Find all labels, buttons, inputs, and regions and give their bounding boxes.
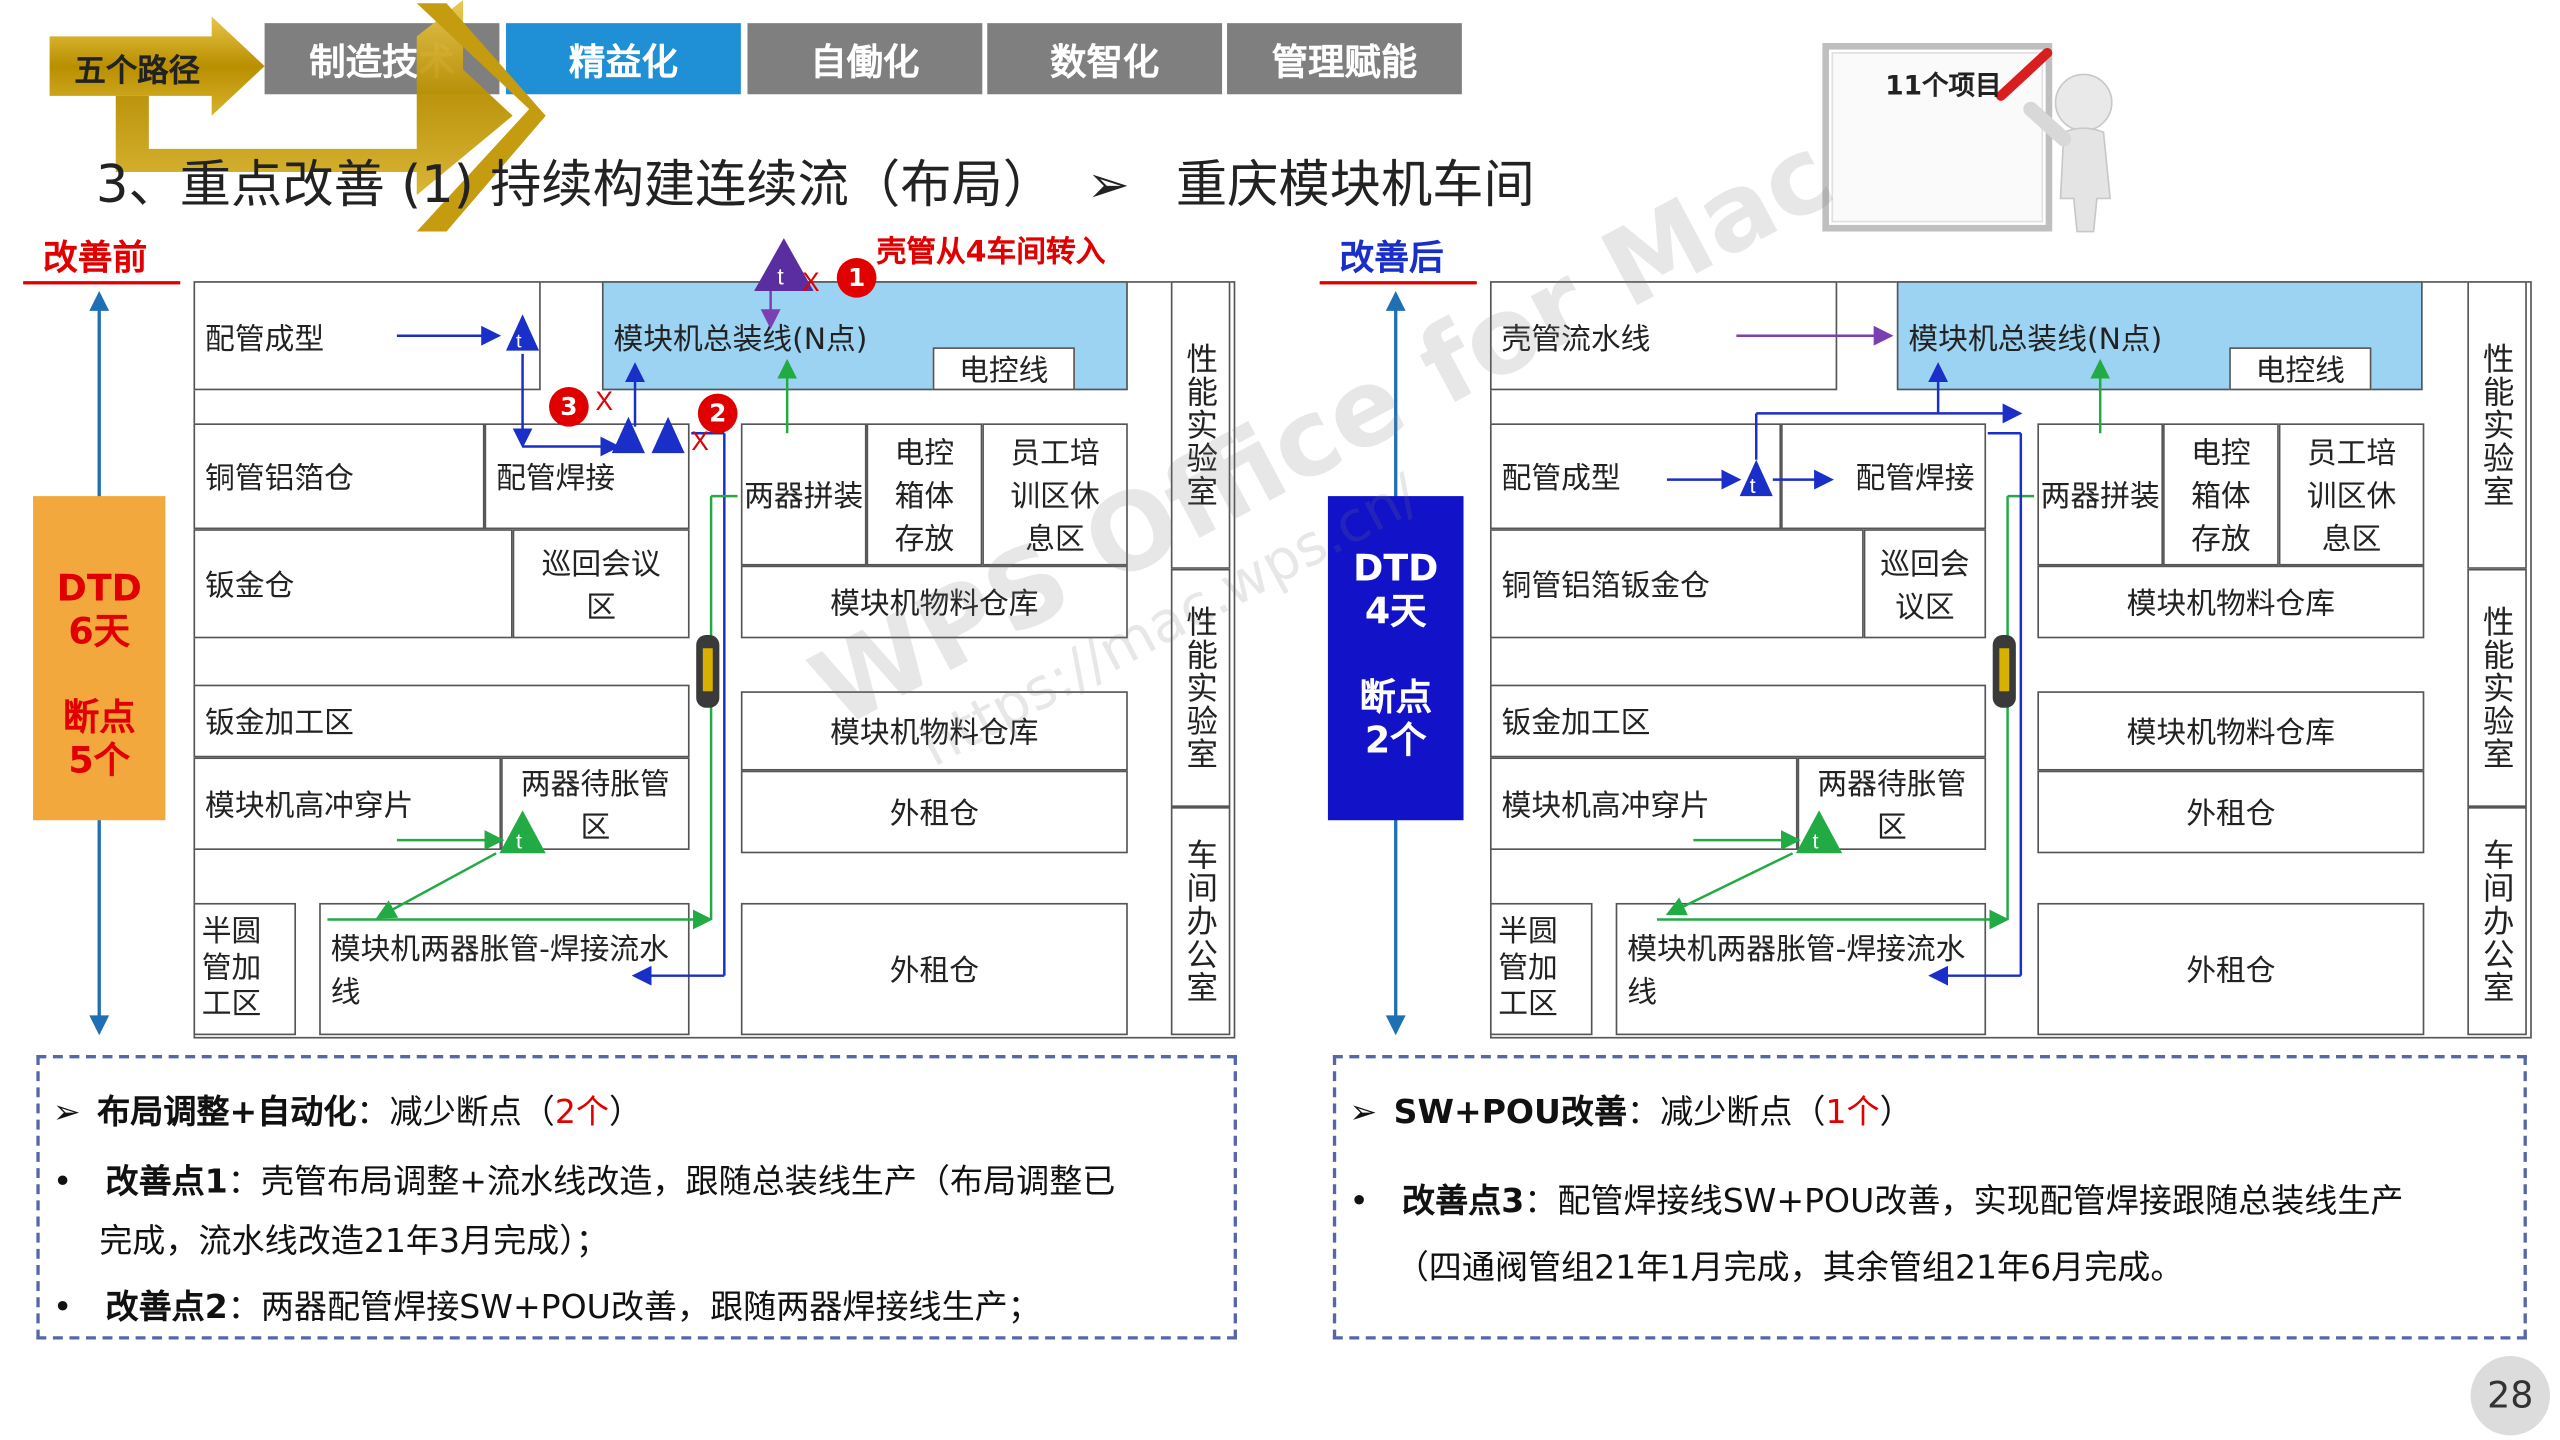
after-zone-staff-training: 员工培训区休息区: [2278, 423, 2425, 566]
before-label-underline: [23, 281, 181, 285]
svg-text:X: X: [691, 426, 709, 456]
title-arrow-icon: ➢: [1086, 155, 1130, 215]
after-zone-punching: 模块机高冲穿片: [1489, 757, 1798, 851]
before-zone-heat-exchanger-assembly: 两器拼装: [740, 423, 867, 566]
after-zone-semicircle-pipe: 半圆管加工区: [1489, 902, 1593, 1036]
path-arrow-graphic: [49, 0, 546, 232]
before-zone-office: 车间办公室: [1170, 807, 1231, 1036]
after-flow-arrows: t t: [1657, 325, 2111, 986]
before-breakpoint-value: 5个: [68, 740, 131, 783]
before-transfer-note: 壳管从4车间转入: [876, 234, 1106, 270]
svg-text:X: X: [595, 386, 613, 416]
before-breakpoint-badge-3: 3: [549, 386, 589, 427]
before-zone-semicircle-pipe: 半圆管加工区: [193, 902, 297, 1036]
svg-text:X: X: [802, 267, 820, 297]
after-label: 改善后: [1339, 238, 1444, 278]
before-zone-copper-warehouse: 铜管铝箔仓: [193, 423, 485, 530]
before-dtd-label: DTD: [56, 568, 142, 611]
notes-left-line-2: •改善点1：壳管布局调整+流水线改造，跟随总装线生产（布局调整已: [52, 1160, 1116, 1201]
title-prefix: 3、重点改善: [95, 155, 385, 215]
after-dtd-value: 4天: [1364, 592, 1427, 634]
before-label: 改善前: [42, 238, 148, 278]
after-zone-sheet-metal-processing: 钣金加工区: [1489, 684, 1987, 758]
after-zone-material-warehouse-1: 模块机物料仓库: [2037, 565, 2425, 639]
before-dtd-panel: DTD 6天 断点 5个: [33, 496, 166, 821]
page-number: 28: [2470, 1356, 2551, 1436]
path-label: 五个路径: [74, 52, 201, 90]
before-dtd-value: 6天: [68, 611, 131, 654]
after-zone-copper-sheet-warehouse: 铜管铝箔钣金仓: [1489, 529, 1864, 639]
after-zone-lab-1: 性能实验室: [2467, 281, 2527, 569]
before-zone-material-warehouse-2: 模块机物料仓库: [740, 691, 1128, 771]
svg-text:t: t: [516, 829, 522, 853]
chevron-right-icon: ➢: [1349, 1091, 1378, 1132]
whiteboard-text: 11个项目: [1885, 69, 2002, 101]
before-zone-staff-training: 员工培训区休息区: [982, 423, 1128, 566]
before-zone-sheet-metal-processing: 钣金加工区: [193, 684, 690, 758]
before-zone-control-box-storage: 电控箱体存放: [866, 423, 983, 566]
after-zone-material-warehouse-2: 模块机物料仓库: [2037, 691, 2425, 771]
before-zone-rented-warehouse-1: 外租仓: [740, 770, 1128, 854]
before-flow-arrows: t t t X X X: [327, 238, 820, 986]
after-zone-lab-2: 性能实验室: [2467, 568, 2527, 808]
before-breakpoint-label: 断点: [62, 697, 136, 740]
tab-label: 精益化: [568, 42, 679, 84]
page-title: 3、重点改善 (1) 持续构建连续流（布局） ➢ 重庆模块机车间: [96, 142, 1535, 216]
after-zone-expansion-welding-line: 模块机两器胀管-焊接流水线: [1615, 902, 1987, 1036]
tab-label: 自働化: [810, 42, 920, 84]
tab-lean[interactable]: 精益化: [506, 23, 741, 95]
whiteboard-figure-icon: [1822, 42, 2113, 233]
before-breakpoint-badge-2: 2: [697, 393, 738, 434]
before-zone-expansion-welding-line: 模块机两器胀管-焊接流水线: [319, 902, 690, 1036]
notes-left-line-4: •改善点2：两器配管焊接SW+POU改善，跟随两器焊接线生产；: [52, 1286, 1041, 1327]
tab-jidoka[interactable]: 自働化: [747, 23, 983, 95]
notes-right-panel: ➢SW+POU改善：减少断点（1个） •改善点3：配管焊接线SW+POU改善，实…: [1332, 1055, 2527, 1340]
before-zone-lab-2: 性能实验室: [1170, 568, 1231, 808]
after-zone-control-line: 电控线: [2229, 347, 2372, 391]
title-main: (1) 持续构建连续流（布局）: [401, 155, 1055, 215]
after-zone-patrol-meeting: 巡回会议区: [1863, 529, 1987, 639]
bullet-icon: •: [1349, 1180, 1369, 1221]
after-breakpoint-label: 断点: [1359, 678, 1433, 720]
before-zone-punching: 模块机高冲穿片: [193, 757, 502, 851]
tab-label: 管理赋能: [1271, 42, 1418, 84]
bullet-icon: •: [52, 1286, 73, 1327]
tab-label: 数智化: [1050, 42, 1160, 84]
before-zone-material-warehouse-1: 模块机物料仓库: [740, 565, 1128, 639]
after-label-underline: [1319, 281, 1477, 285]
tab-digital[interactable]: 数智化: [987, 23, 1223, 95]
after-dtd-panel: DTD 4天 断点 2个: [1327, 496, 1464, 821]
notes-left-line-1: ➢布局调整+自动化：减少断点（2个）: [52, 1091, 643, 1132]
after-zone-rented-warehouse-2: 外租仓: [2037, 902, 2425, 1036]
before-zone-patrol-meeting: 巡回会议区: [512, 529, 690, 639]
chevron-right-icon: ➢: [52, 1091, 81, 1132]
after-zone-heat-exchanger-assembly: 两器拼装: [2037, 423, 2164, 566]
title-location: 重庆模块机车间: [1175, 155, 1535, 215]
notes-left-panel: ➢布局调整+自动化：减少断点（2个） •改善点1：壳管布局调整+流水线改造，跟随…: [36, 1055, 1237, 1340]
notes-right-line-2: •改善点3：配管焊接线SW+POU改善，实现配管焊接跟随总装线生产: [1349, 1180, 2404, 1221]
after-breakpoint-value: 2个: [1364, 721, 1427, 763]
before-breakpoint-badge-1: 1: [836, 257, 877, 298]
before-zone-control-line: 电控线: [932, 347, 1075, 391]
before-zone-lab-1: 性能实验室: [1170, 281, 1231, 569]
notes-right-line-1: ➢SW+POU改善：减少断点（1个）: [1349, 1091, 1913, 1132]
after-zone-control-box-storage: 电控箱体存放: [2163, 423, 2279, 566]
after-dtd-label: DTD: [1353, 549, 1439, 591]
notes-right-line-3: （四通阀管组21年1月完成，其余管组21年6月完成。: [1395, 1246, 2184, 1287]
svg-text:t: t: [1812, 829, 1818, 853]
after-zone-rented-warehouse-1: 外租仓: [2037, 770, 2425, 854]
after-zone-office: 车间办公室: [2467, 807, 2527, 1036]
svg-text:t: t: [1750, 474, 1756, 498]
before-zone-sheet-metal-warehouse: 钣金仓: [193, 529, 513, 639]
svg-text:t: t: [516, 330, 522, 352]
notes-left-line-3: 完成，流水线改造21年3月完成）；: [99, 1220, 609, 1261]
before-zone-rented-warehouse-2: 外租仓: [740, 902, 1128, 1036]
after-zone-pipe-welding: 配管焊接: [1781, 423, 1987, 530]
tab-management[interactable]: 管理赋能: [1227, 23, 1462, 95]
bullet-icon: •: [52, 1160, 73, 1201]
svg-text:t: t: [777, 263, 784, 289]
